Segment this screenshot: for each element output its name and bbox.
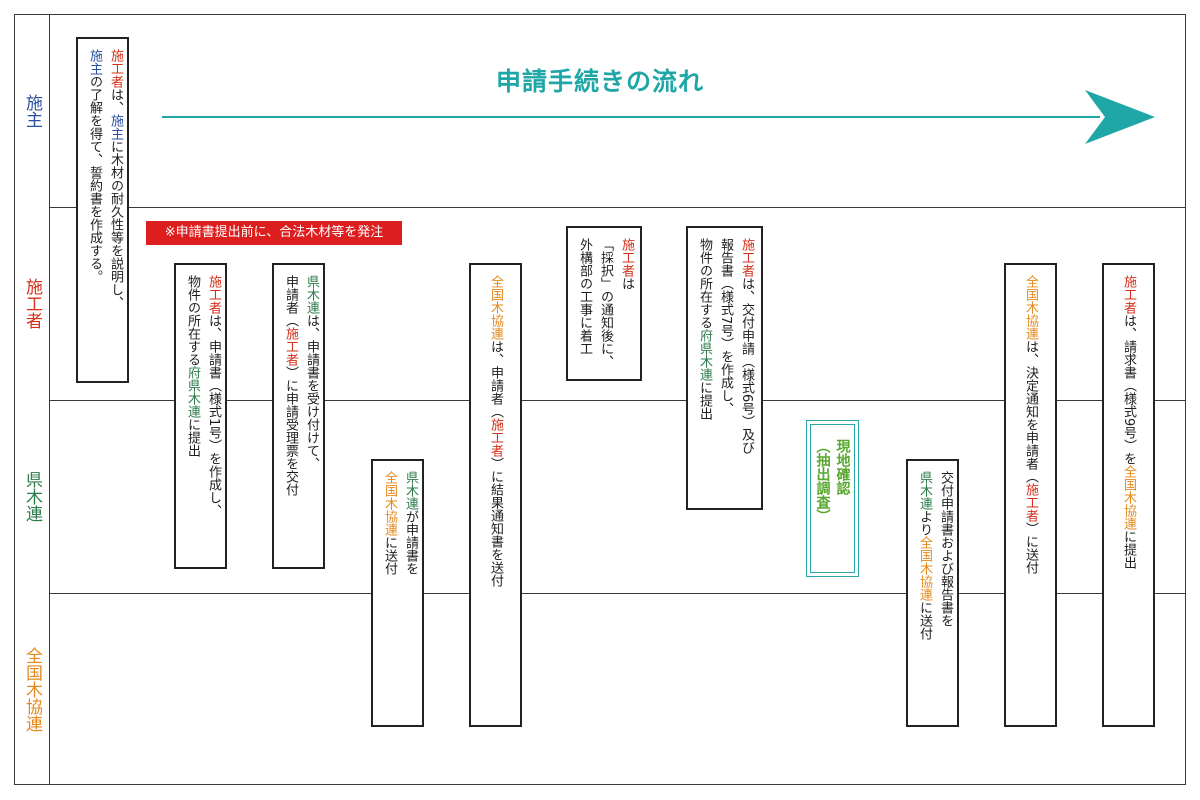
flow-box-step1: 施工者は、施主に木材の耐久性等を説明し、 施主の了解を得て、誓約書を作成する。 xyxy=(76,37,129,383)
site-inspection-text: 現地確認 （抽出調査） xyxy=(813,439,853,572)
role-pref-association: 府県木連 xyxy=(185,366,200,418)
step3-text-part: は、申請書を受け付けて、 xyxy=(304,314,319,470)
step4-text-part: に送付 xyxy=(382,536,397,575)
lane-label-national-association: 全国木協連 xyxy=(22,646,42,732)
site-inspection-title: 現地確認 xyxy=(834,439,851,495)
flow-arrow-icon xyxy=(162,90,1155,144)
step8-text-part: より xyxy=(917,510,932,536)
step2-text-part: 物件の所在する xyxy=(185,275,200,366)
role-pref-association: 県木連 xyxy=(917,471,932,510)
step2-text-part: に提出 xyxy=(185,418,200,457)
role-contractor: 施工者 xyxy=(739,238,754,277)
step1-text: 施工者は、施主に木材の耐久性等を説明し、 施主の了解を得て、誓約書を作成する。 xyxy=(84,49,126,309)
flow-box-step9: 全国木協連は、決定通知を申請者（施工者）に送付 xyxy=(1004,263,1057,727)
step9-text-part: は、決定通知を申請者（ xyxy=(1023,340,1038,483)
step10-text-part: に提出 xyxy=(1121,530,1136,570)
step6-text-part: 外構部の工事に着工 xyxy=(577,238,592,355)
lane-label-contractor: 施工者 xyxy=(22,278,42,329)
lane-divider xyxy=(49,207,1186,208)
role-contractor: 施工者 xyxy=(1023,483,1038,522)
step8-text-part: に送付 xyxy=(917,601,932,640)
role-pref-association: 県木連 xyxy=(304,275,319,314)
step7-text: 施工者は、交付申請（様式6号）及び 報告書（様式7号）を作成し、 物件の所在する… xyxy=(694,238,757,454)
step10-text-part: は、請求書（様式9号）を xyxy=(1121,314,1136,466)
step6-text: 施工者は 「採択」の通知後に、 外構部の工事に着工 xyxy=(574,238,637,368)
step3-text-part: ）に申請受理票を交付 xyxy=(283,366,298,496)
step2-text: 施工者は、申請書（様式1号）を作成し、 物件の所在する府県木連に提出 xyxy=(182,275,224,517)
site-inspection-subtitle: （抽出調査） xyxy=(814,439,831,523)
step1-text-part: は、 xyxy=(108,88,123,114)
diagram-frame xyxy=(14,14,1186,785)
step7-text-part: は、交付申請（様式6号）及び xyxy=(739,277,754,455)
step6-text-part: 「採択」の通知後に、 xyxy=(598,238,613,368)
flow-box-step8: 交付申請書および報告書を 県木連より全国木協連に送付 xyxy=(906,459,959,727)
step1-text-part: に木材の耐久性等を説明し、 xyxy=(108,140,123,309)
step7-text-part: に提出 xyxy=(697,381,712,420)
lane-label-owner: 施主 xyxy=(22,93,42,128)
step6-text-part: は xyxy=(619,277,634,290)
site-inspection-box: 現地確認 （抽出調査） xyxy=(806,420,859,577)
role-contractor: 施工者 xyxy=(283,327,298,366)
lane-label-pref-association: 県木連 xyxy=(22,471,42,522)
flow-box-step10: 施工者は、請求書（様式9号）を全国木協連に提出 xyxy=(1102,263,1155,727)
role-contractor: 施工者 xyxy=(619,238,634,277)
flow-box-step5: 全国木協連は、申請者（施工者）に結果通知書を送付 xyxy=(469,263,522,727)
role-contractor: 施工者 xyxy=(1121,275,1136,314)
role-national-association: 全国木協連 xyxy=(917,536,932,601)
flow-box-step6: 施工者は 「採択」の通知後に、 外構部の工事に着工 xyxy=(566,226,642,381)
step8-text-part: 交付申請書および報告書を xyxy=(938,471,953,627)
role-pref-association: 県木連 xyxy=(403,471,418,510)
role-owner: 施主 xyxy=(87,49,102,75)
role-national-association: 全国木協連 xyxy=(382,471,397,536)
site-inspection-inner: 現地確認 （抽出調査） xyxy=(810,424,855,573)
step3-text: 県木連は、申請書を受け付けて、 申請者（施工者）に申請受理票を交付 xyxy=(280,275,322,496)
flow-box-step7: 施工者は、交付申請（様式6号）及び 報告書（様式7号）を作成し、 物件の所在する… xyxy=(686,226,763,510)
step9-text-part: ）に送付 xyxy=(1023,522,1038,574)
role-contractor: 施工者 xyxy=(206,275,221,314)
step8-text: 交付申請書および報告書を 県木連より全国木協連に送付 xyxy=(914,471,956,640)
step1-text-part: の了解を得て、誓約書を作成する。 xyxy=(87,75,102,283)
role-owner: 施主 xyxy=(108,114,123,140)
step7-text-part: 報告書（様式7号）を作成し、 xyxy=(718,238,733,416)
role-pref-association: 府県木連 xyxy=(697,329,712,381)
flow-box-step4: 県木連が申請書を 全国木協連に送付 xyxy=(371,459,424,727)
step10-text: 施工者は、請求書（様式9号）を全国木協連に提出 xyxy=(1118,275,1139,569)
role-national-association: 全国木協連 xyxy=(1121,465,1136,531)
role-national-association: 全国木協連 xyxy=(488,275,503,340)
step4-text: 県木連が申請書を 全国木協連に送付 xyxy=(379,471,421,575)
lane-divider xyxy=(49,400,1186,401)
step5-text-part: は、申請者（ xyxy=(488,340,503,418)
step9-text: 全国木協連は、決定通知を申請者（施工者）に送付 xyxy=(1020,275,1041,574)
step4-text-part: が申請書を xyxy=(403,510,418,575)
lane-label-column-divider xyxy=(49,14,50,785)
role-contractor: 施工者 xyxy=(108,49,123,88)
step7-text-part: 物件の所在する xyxy=(697,238,712,329)
step5-text: 全国木協連は、申請者（施工者）に結果通知書を送付 xyxy=(485,275,506,587)
flow-box-step3: 県木連は、申請書を受け付けて、 申請者（施工者）に申請受理票を交付 xyxy=(272,263,325,569)
step2-text-part: は、申請書（様式1号）を作成し、 xyxy=(206,314,221,518)
step3-text-part: 申請者（ xyxy=(283,275,298,327)
role-contractor: 施工者 xyxy=(488,418,503,457)
flow-box-step2: 施工者は、申請書（様式1号）を作成し、 物件の所在する府県木連に提出 xyxy=(174,263,227,569)
notice-banner: ※申請書提出前に、合法木材等を発注 xyxy=(146,221,402,245)
step5-text-part: ）に結果通知書を送付 xyxy=(488,457,503,587)
diagram-title: 申請手続きの流れ xyxy=(495,67,704,96)
lane-divider xyxy=(49,593,1186,594)
role-national-association: 全国木協連 xyxy=(1023,275,1038,340)
